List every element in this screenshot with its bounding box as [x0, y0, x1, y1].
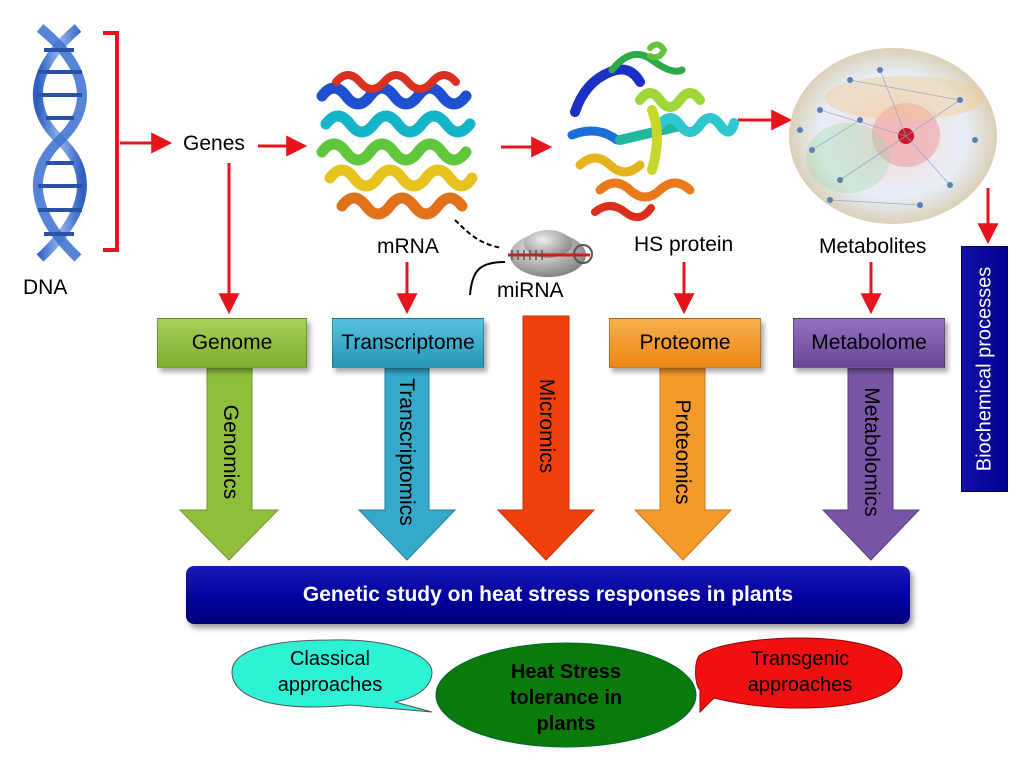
- hs-protein-structure-icon: [567, 41, 739, 222]
- proteomics-label: Proteomics: [671, 399, 694, 505]
- classical-approaches-text: Classical approaches: [277, 648, 383, 696]
- label-metabolites: Metabolites: [819, 235, 927, 258]
- transgenic-bubble: [695, 637, 903, 714]
- proteome-box: Proteome: [609, 318, 761, 368]
- metabolomics-label: Metabolomics: [860, 387, 883, 517]
- arrow-metabolomics: [821, 367, 921, 561]
- genomics-label: Genomics: [219, 404, 242, 500]
- arrow-proteomics: [633, 367, 733, 561]
- genome-label: Genome: [191, 331, 273, 354]
- dna-bracket: [103, 31, 119, 252]
- mrna-structure-icon: [316, 71, 478, 220]
- proteome-label: Proteome: [639, 331, 731, 354]
- biochemical-processes-bar: Biochemical processes: [961, 246, 1008, 492]
- label-mirna: miRNA: [497, 279, 564, 302]
- metabolome-label: Metabolome: [811, 331, 927, 354]
- transcriptome-label: Transcriptome: [341, 331, 475, 354]
- genome-box: Genome: [157, 318, 307, 368]
- mirna-complex-icon: [454, 219, 593, 296]
- transcriptome-box: Transcriptome: [332, 318, 484, 368]
- arrow-transcriptomics: [357, 367, 457, 561]
- flow-arrows: [120, 109, 999, 315]
- metabolome-box: Metabolome: [793, 318, 945, 368]
- transcriptomics-label: Transcriptomics: [395, 378, 418, 526]
- banner-text: Genetic study on heat stress responses i…: [302, 583, 794, 606]
- label-hs-protein: HS protein: [634, 233, 734, 256]
- label-mrna: mRNA: [377, 235, 439, 258]
- bottom-ovals: [231, 637, 903, 748]
- micromics-label: Micromics: [535, 378, 558, 474]
- arrow-genomics: [178, 367, 280, 561]
- genetic-study-banner: Genetic study on heat stress responses i…: [186, 566, 910, 624]
- omics-arrows: [178, 315, 921, 561]
- biochemical-processes-label: Biochemical processes: [973, 266, 995, 472]
- dna-helix-icon: [32, 24, 87, 262]
- heat-stress-tolerance-text: Heat Stress tolerance in plants: [509, 661, 623, 735]
- metabolite-network-icon: [789, 48, 997, 224]
- transgenic-approaches-text: Transgenic approaches: [747, 648, 853, 696]
- label-dna: DNA: [23, 276, 68, 299]
- arrow-micromics: [496, 315, 596, 561]
- label-genes: Genes: [183, 132, 245, 155]
- center-oval: [435, 642, 697, 748]
- classical-bubble: [231, 639, 433, 713]
